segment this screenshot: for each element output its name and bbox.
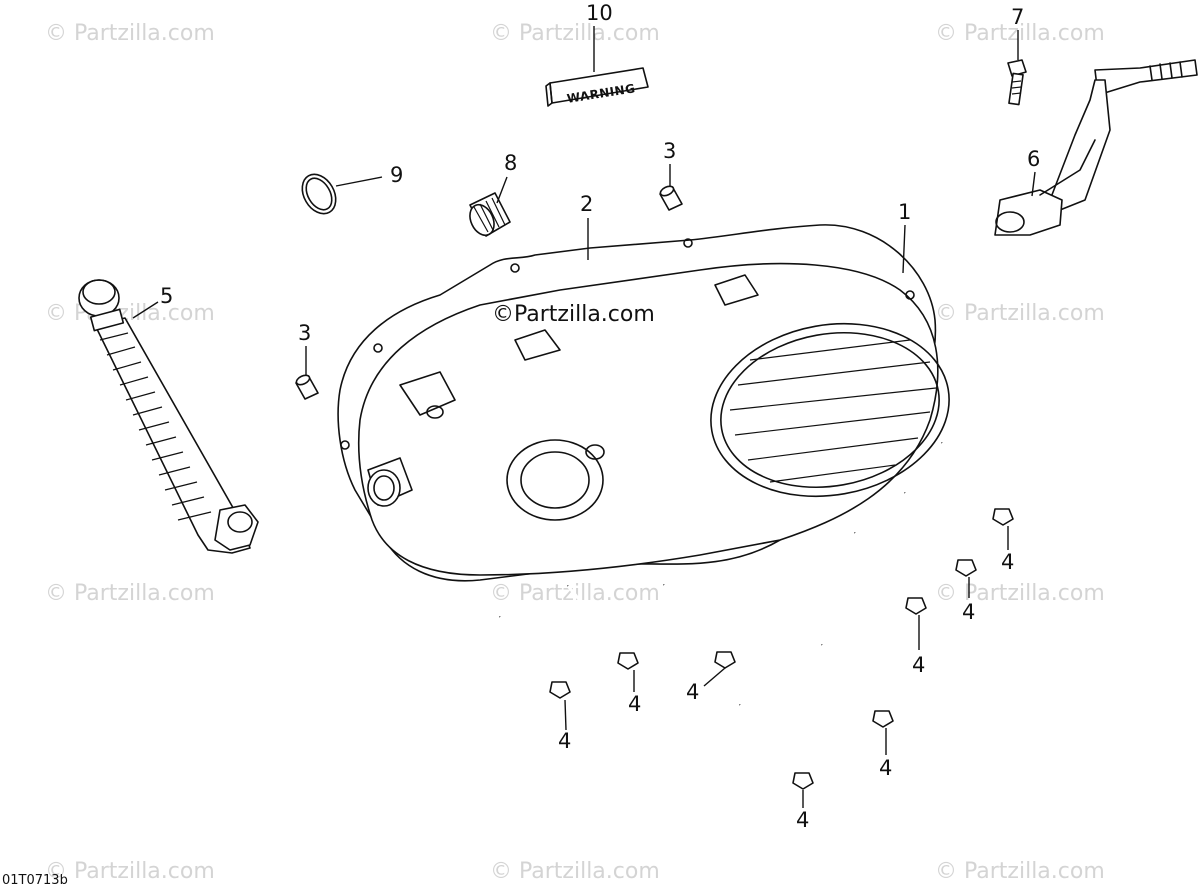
callout-4: 4 <box>558 729 571 753</box>
o-ring-part <box>301 173 337 215</box>
callout-6: 6 <box>1027 147 1040 171</box>
watermark: © Partzilla.com <box>45 581 215 606</box>
drawing-code: 01T0713b <box>2 873 68 888</box>
watermark: © Partzilla.com <box>45 301 215 326</box>
callout-8: 8 <box>504 151 517 175</box>
watermark: © Partzilla.com <box>490 859 660 884</box>
cover-assembly-part <box>337 224 950 582</box>
bolt-4 <box>662 584 736 669</box>
bolt-4 <box>566 585 639 670</box>
callout-4: 4 <box>912 653 925 677</box>
bolt-4 <box>853 532 927 615</box>
dowel-pin-upper <box>659 185 683 211</box>
callout-4: 4 <box>796 808 809 832</box>
watermark: © Partzilla.com <box>490 21 660 46</box>
bolt-4 <box>940 442 1014 526</box>
callout-4: 4 <box>1001 550 1014 574</box>
watermark: © Partzilla.com <box>935 581 1105 606</box>
watermark: © Partzilla.com <box>935 301 1105 326</box>
callout-5: 5 <box>160 284 173 308</box>
air-duct-part <box>78 279 259 554</box>
bolt-4 <box>498 616 571 699</box>
callout-4: 4 <box>686 680 699 704</box>
watermarks: © Partzilla.com © Partzilla.com © Partzi… <box>45 21 1105 884</box>
callout-4: 4 <box>962 600 975 624</box>
bolt-4 <box>738 704 814 790</box>
callout-7: 7 <box>1011 5 1024 29</box>
watermark-center: ©Partzilla.com <box>492 302 655 327</box>
bolt-4 <box>820 644 894 728</box>
callout-9: 9 <box>390 163 403 187</box>
callout-4: 4 <box>628 692 641 716</box>
watermark: © Partzilla.com <box>935 21 1105 46</box>
callout-3-lower: 3 <box>298 321 311 345</box>
callout-10: 10 <box>586 1 613 25</box>
callout-4: 4 <box>879 756 892 780</box>
callout-3-upper: 3 <box>663 139 676 163</box>
warning-label-part: WARNING <box>545 67 649 107</box>
watermark: © Partzilla.com <box>45 21 215 46</box>
callout-1: 1 <box>898 200 911 224</box>
callout-2: 2 <box>580 192 593 216</box>
bolt-4 <box>903 492 977 577</box>
dowel-pin-lower <box>295 374 319 400</box>
bolts-4 <box>498 442 1014 790</box>
watermark: © Partzilla.com <box>45 859 215 884</box>
leader-lines <box>132 26 1036 808</box>
watermark: © Partzilla.com <box>935 859 1105 884</box>
bolt-7-part <box>1007 59 1027 106</box>
kick-lever-part <box>994 59 1198 236</box>
callouts: 10 7 6 9 8 3 2 1 3 5 4 4 4 4 4 4 4 4 <box>160 1 1040 832</box>
needle-bearing-part <box>469 192 511 237</box>
